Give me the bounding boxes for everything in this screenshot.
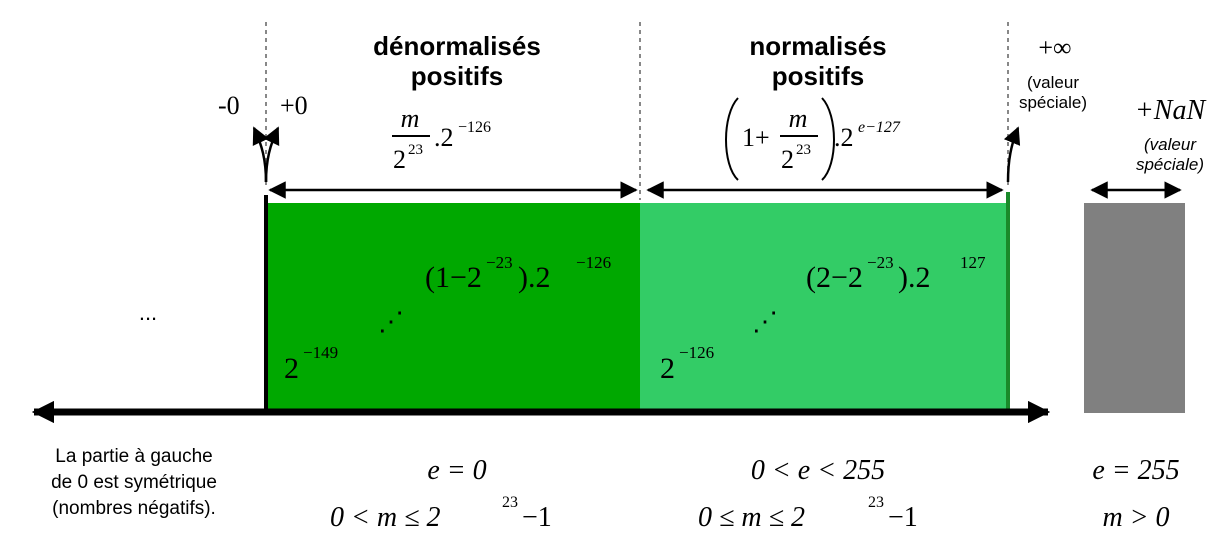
denormal-max-value: (1−2 −23 ).2 −126 (425, 253, 611, 294)
normal-dots: ⋰ (752, 307, 778, 336)
left-note-3: (nombres négatifs). (52, 498, 216, 519)
nan-cond-2: m > 0 (1102, 502, 1169, 533)
normal-cond-1: 0 < e < 255 (751, 455, 885, 486)
nan-region (1084, 203, 1185, 413)
normal-title-1: normalisés (749, 31, 886, 61)
plus-zero-arrow (263, 126, 280, 183)
svg-text:23: 23 (408, 142, 423, 158)
svg-text:0 < m ≤ 2: 0 < m ≤ 2 (330, 502, 440, 533)
plus-zero-label: +0 (280, 91, 308, 120)
normal-formula: 1+ m 2 23 .2 e−127 (725, 97, 901, 181)
nan-note-2: spéciale) (1136, 155, 1204, 174)
left-note-1: La partie à gauche (55, 446, 212, 467)
svg-text:2: 2 (781, 145, 794, 174)
svg-text:−126: −126 (679, 343, 714, 362)
svg-text:(1−2: (1−2 (425, 261, 482, 294)
infinity-arrow (1003, 126, 1021, 183)
svg-text:.2: .2 (834, 123, 854, 152)
svg-text:.2: .2 (434, 123, 454, 152)
nan-cond-1: e = 255 (1092, 455, 1179, 486)
denormal-cond-1: e = 0 (427, 455, 486, 486)
denormal-cond-2: 0 < m ≤ 2 23 −1 (330, 494, 552, 533)
nan-note-1: (valeur (1144, 135, 1197, 154)
svg-text:1+: 1+ (742, 123, 770, 152)
denormal-region (266, 203, 640, 411)
svg-text:127: 127 (960, 253, 986, 272)
svg-text:−1: −1 (522, 502, 552, 533)
svg-text:23: 23 (868, 494, 884, 511)
infinity-note-1: (valeur (1027, 73, 1079, 92)
svg-text:m: m (789, 104, 808, 133)
svg-text:−126: −126 (576, 253, 611, 272)
minus-zero-label: -0 (218, 91, 240, 120)
nan-title: +NaN (1135, 95, 1207, 126)
svg-text:−23: −23 (867, 253, 894, 272)
denormal-min-value: 2 −149 (284, 343, 338, 385)
normal-max-value: (2−2 −23 ).2 127 (806, 253, 986, 294)
svg-text:(2−2: (2−2 (806, 261, 863, 294)
svg-text:).2: ).2 (518, 261, 551, 294)
svg-text:2: 2 (284, 352, 299, 385)
svg-text:23: 23 (502, 494, 518, 511)
normal-title-2: positifs (772, 61, 864, 91)
svg-text:2: 2 (660, 352, 675, 385)
svg-text:2: 2 (393, 145, 406, 174)
normal-region (640, 203, 1008, 411)
infinity-note-2: spéciale) (1019, 93, 1087, 112)
svg-text:−149: −149 (303, 343, 338, 362)
negative-ellipsis: ... (139, 300, 157, 325)
minus-zero-arrow (252, 126, 269, 183)
denormal-dots: ⋰ (378, 307, 404, 336)
denormal-title-1: dénormalisés (373, 31, 541, 61)
svg-text:−1: −1 (888, 502, 918, 533)
svg-text:).2: ).2 (898, 261, 931, 294)
svg-text:0 ≤ m ≤ 2: 0 ≤ m ≤ 2 (698, 502, 805, 533)
infinity-symbol: +∞ (1038, 33, 1071, 62)
svg-text:e−127: e−127 (858, 119, 901, 136)
normal-min-value: 2 −126 (660, 343, 714, 385)
denormal-formula: m 2 23 .2 −126 (392, 104, 491, 174)
normal-cond-2: 0 ≤ m ≤ 2 23 −1 (698, 494, 918, 533)
svg-text:−126: −126 (458, 119, 491, 136)
denormal-title-2: positifs (411, 61, 503, 91)
svg-text:m: m (401, 104, 420, 133)
svg-text:23: 23 (796, 142, 811, 158)
svg-text:−23: −23 (486, 253, 513, 272)
left-note-2: de 0 est symétrique (51, 472, 217, 493)
